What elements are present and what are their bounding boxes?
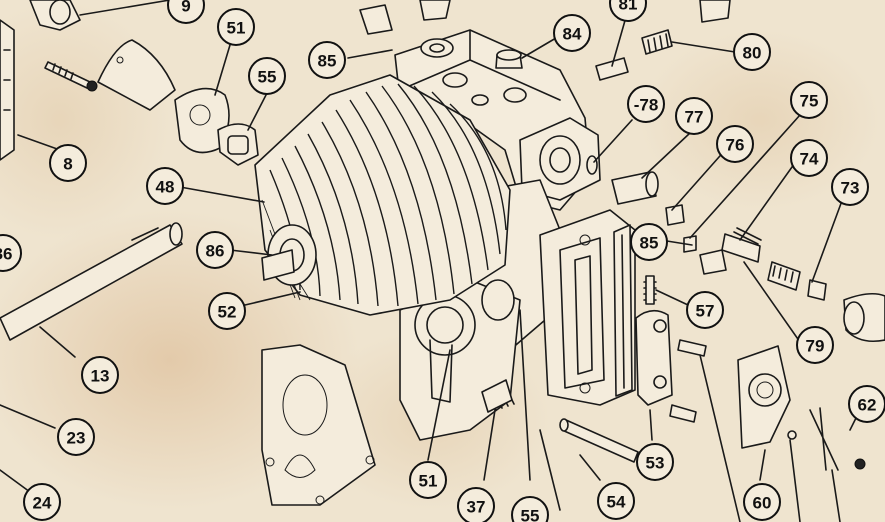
svg-text:48: 48 (156, 178, 175, 197)
callout-80: 80 (733, 33, 771, 71)
svg-text:85: 85 (640, 234, 659, 253)
svg-text:85: 85 (318, 52, 337, 71)
svg-text:37: 37 (467, 498, 486, 517)
callout-53: 53 (636, 443, 674, 481)
svg-text:57: 57 (696, 302, 715, 321)
callout-74: 74 (790, 139, 828, 177)
svg-text:80: 80 (743, 44, 762, 63)
svg-text:73: 73 (841, 179, 860, 198)
callout-77: 77 (675, 97, 713, 135)
callout-55-bottom: 55 (511, 496, 549, 522)
svg-text:55: 55 (258, 68, 277, 87)
svg-text:9: 9 (181, 0, 190, 16)
svg-text:52: 52 (218, 303, 237, 322)
spring-57 (643, 275, 657, 305)
callout-54: 54 (597, 482, 635, 520)
callout-13: 13 (81, 356, 119, 394)
callout-51-bottom: 51 (409, 461, 447, 499)
nut-84 (495, 49, 523, 69)
svg-text:60: 60 (753, 494, 772, 513)
svg-text:55: 55 (521, 507, 540, 522)
callout-48: 48 (146, 167, 184, 205)
spring-80 (595, 0, 731, 81)
finned-cylinder (254, 74, 511, 316)
leader-lines (0, 0, 863, 522)
cover-plate (97, 39, 259, 166)
callout-81: 81 (609, 0, 647, 22)
gasket-plate (261, 344, 376, 506)
callout-78: -78 (627, 85, 665, 123)
svg-text:51: 51 (227, 19, 246, 38)
svg-text:-78: -78 (634, 96, 659, 115)
cover-60 (737, 345, 791, 449)
part-9-bearing (29, 0, 81, 31)
svg-text:81: 81 (619, 0, 638, 14)
valve-components (586, 155, 885, 343)
svg-text:53: 53 (646, 454, 665, 473)
svg-text:86: 86 (206, 242, 225, 261)
svg-text:51: 51 (419, 472, 438, 491)
callout-62: 62 (848, 385, 885, 423)
callout-79: 79 (796, 326, 834, 364)
callout-86-left: 86 (0, 234, 22, 272)
pin-54 (559, 418, 639, 463)
callout-51-top: 51 (217, 8, 255, 46)
shaft-13 (0, 222, 183, 341)
callout-84: 84 (553, 14, 591, 52)
washer-62 (787, 407, 866, 471)
callout-23: 23 (57, 418, 95, 456)
callout-60: 60 (743, 483, 781, 521)
svg-text:84: 84 (563, 25, 582, 44)
spring-37 (481, 379, 515, 413)
svg-text:86: 86 (0, 245, 12, 264)
callout-73: 73 (831, 168, 869, 206)
svg-text:8: 8 (63, 155, 72, 174)
side-plate-assembly (539, 209, 707, 423)
callout-8: 8 (49, 144, 87, 182)
callout-75: 75 (790, 81, 828, 119)
callout-52: 52 (208, 292, 246, 330)
svg-text:74: 74 (800, 150, 819, 169)
callout-86: 86 (196, 231, 234, 269)
fitting-85-top (359, 0, 451, 35)
callout-85-mid: 85 (630, 223, 668, 261)
callout-24: 24 (23, 483, 61, 521)
svg-text:24: 24 (33, 494, 52, 513)
callout-9: 9 (167, 0, 205, 24)
part-8 (0, 19, 15, 161)
svg-text:76: 76 (726, 136, 745, 155)
callout-76: 76 (716, 125, 754, 163)
callout-57: 57 (686, 291, 724, 329)
svg-text:62: 62 (858, 396, 877, 415)
svg-text:75: 75 (800, 92, 819, 111)
callout-55-top: 55 (248, 57, 286, 95)
callout-37: 37 (457, 487, 495, 522)
svg-text:23: 23 (67, 429, 86, 448)
svg-text:79: 79 (806, 337, 825, 356)
svg-text:13: 13 (91, 367, 110, 386)
svg-text:77: 77 (685, 108, 704, 127)
bolt-top-left (44, 61, 98, 92)
svg-text:54: 54 (607, 493, 626, 512)
callout-85-top: 85 (308, 41, 346, 79)
